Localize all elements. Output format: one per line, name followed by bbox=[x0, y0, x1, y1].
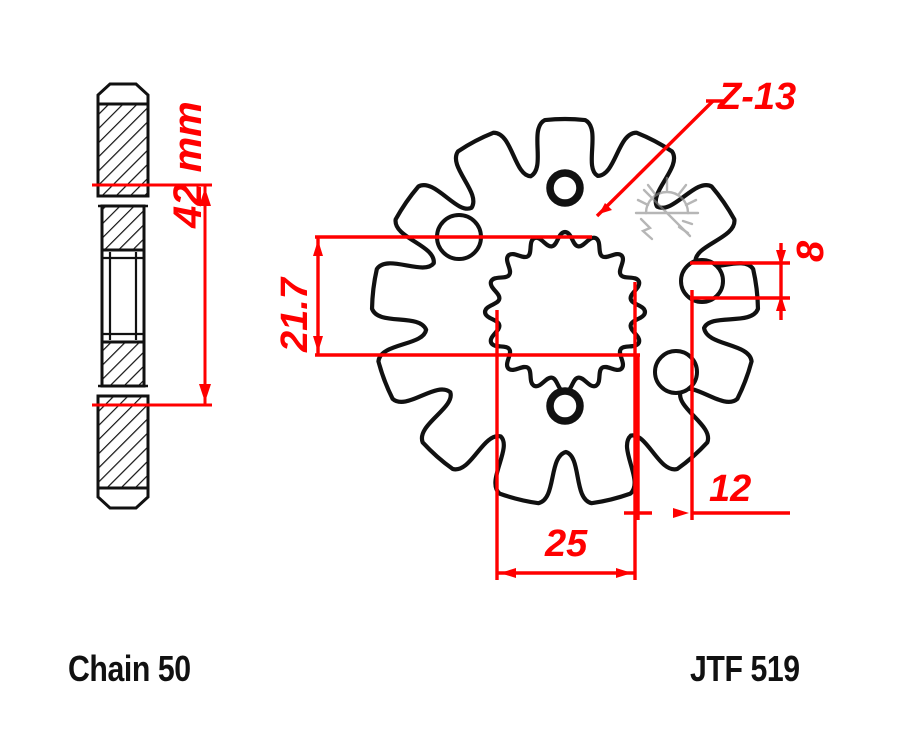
sun-burst-watermark bbox=[634, 176, 700, 241]
side-top-chamfer bbox=[96, 82, 150, 104]
side-hatch-upper-rim bbox=[100, 204, 146, 252]
side-hatch-lower-rim bbox=[100, 340, 146, 388]
side-band-upper bbox=[98, 194, 148, 208]
side-hatch-lower bbox=[96, 394, 150, 490]
dim-z13-leader bbox=[595, 99, 726, 218]
front-view-dimensions bbox=[313, 99, 790, 580]
side-band-lower bbox=[98, 384, 148, 398]
dim-12-geometry bbox=[624, 290, 790, 520]
center-spline-bore bbox=[482, 229, 648, 395]
side-section-view bbox=[92, 82, 212, 510]
front-sprocket-view bbox=[313, 99, 790, 580]
side-hub-bore bbox=[100, 248, 146, 344]
hole-right-lower bbox=[653, 349, 699, 395]
hole-bottom-small bbox=[546, 387, 584, 425]
hole-right-upper bbox=[679, 258, 725, 304]
side-hatch-upper bbox=[96, 102, 150, 198]
dim-21-7-geometry bbox=[313, 235, 640, 357]
dim-25-geometry bbox=[495, 282, 637, 580]
side-bottom-chamfer bbox=[96, 488, 150, 510]
dim-8-geometry bbox=[690, 243, 790, 320]
sprocket-body bbox=[369, 116, 761, 506]
dim-42mm-geometry bbox=[92, 183, 212, 407]
hole-top-small bbox=[546, 169, 584, 207]
